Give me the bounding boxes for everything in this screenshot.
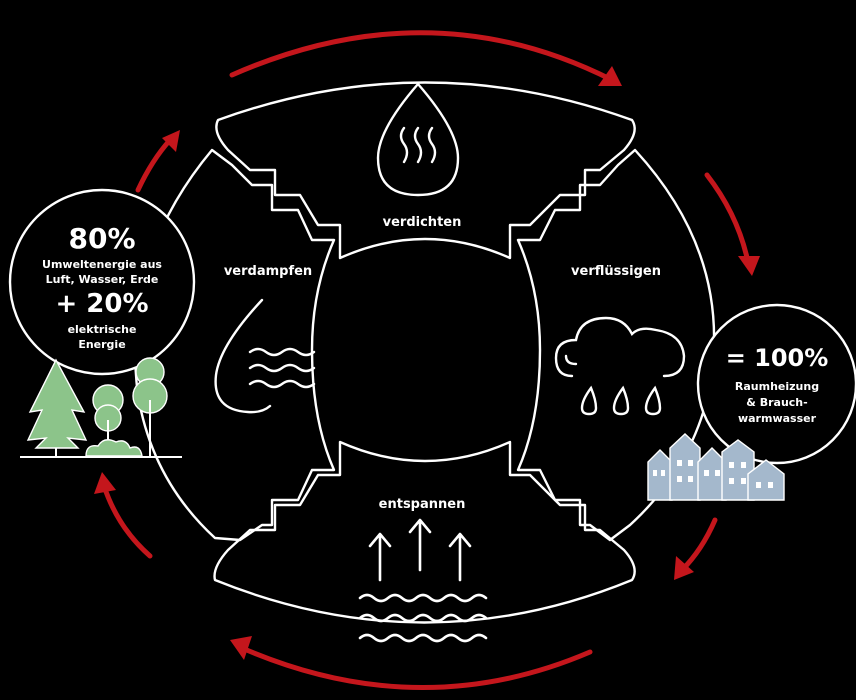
segment-top — [215, 81, 636, 260]
arrow-bottom — [239, 645, 593, 690]
input-plus-percent: + 20% — [55, 289, 148, 319]
stage-label-left: verdampfen — [224, 264, 312, 279]
stage-label-right: verflüssigen — [571, 264, 661, 279]
hot-water-drop-icon — [376, 82, 460, 197]
arrow-left-upper-head — [162, 130, 180, 152]
output-percent: = 100% — [726, 344, 829, 372]
arrow-right-upper — [704, 172, 751, 265]
arrow-right-lower-head — [674, 556, 694, 580]
rain-cloud-icon — [554, 316, 686, 416]
arrow-top — [229, 30, 615, 83]
stage-label-top: verdichten — [383, 215, 462, 230]
input-line1: Umweltenergie aus — [42, 258, 162, 271]
arrow-bottom-head — [230, 636, 252, 660]
drop-over-waves-icon — [214, 298, 316, 414]
output-line1: Raumheizung — [735, 380, 819, 393]
input-energy-bubble: 80% Umweltenergie aus Luft, Wasser, Erde… — [8, 188, 196, 376]
houses-icon — [647, 433, 785, 501]
output-line3: warmwasser — [738, 412, 817, 425]
input-line3: elektrische — [68, 323, 137, 336]
input-line4: Energie — [78, 338, 125, 351]
arrow-top-head — [598, 66, 622, 86]
segment-right — [516, 148, 716, 542]
arrow-right-upper-head — [738, 256, 760, 276]
arrow-left-upper — [135, 137, 173, 193]
output-bubble: = 100% Raumheizung & Brauch- warmwasser — [696, 303, 856, 465]
input-percent: 80% — [68, 222, 135, 255]
rising-arrows-over-water-icon — [358, 518, 488, 643]
arrow-left-lower — [101, 483, 153, 559]
cycle-arrows — [94, 30, 760, 690]
input-line2: Luft, Wasser, Erde — [46, 273, 159, 286]
arrow-left-lower-head — [94, 472, 116, 494]
cycle-segments — [133, 81, 716, 624]
stage-label-bottom: entspannen — [379, 497, 466, 512]
output-line2: & Brauch- — [746, 396, 807, 409]
arrow-right-lower — [679, 517, 718, 573]
trees-icon — [20, 357, 182, 458]
